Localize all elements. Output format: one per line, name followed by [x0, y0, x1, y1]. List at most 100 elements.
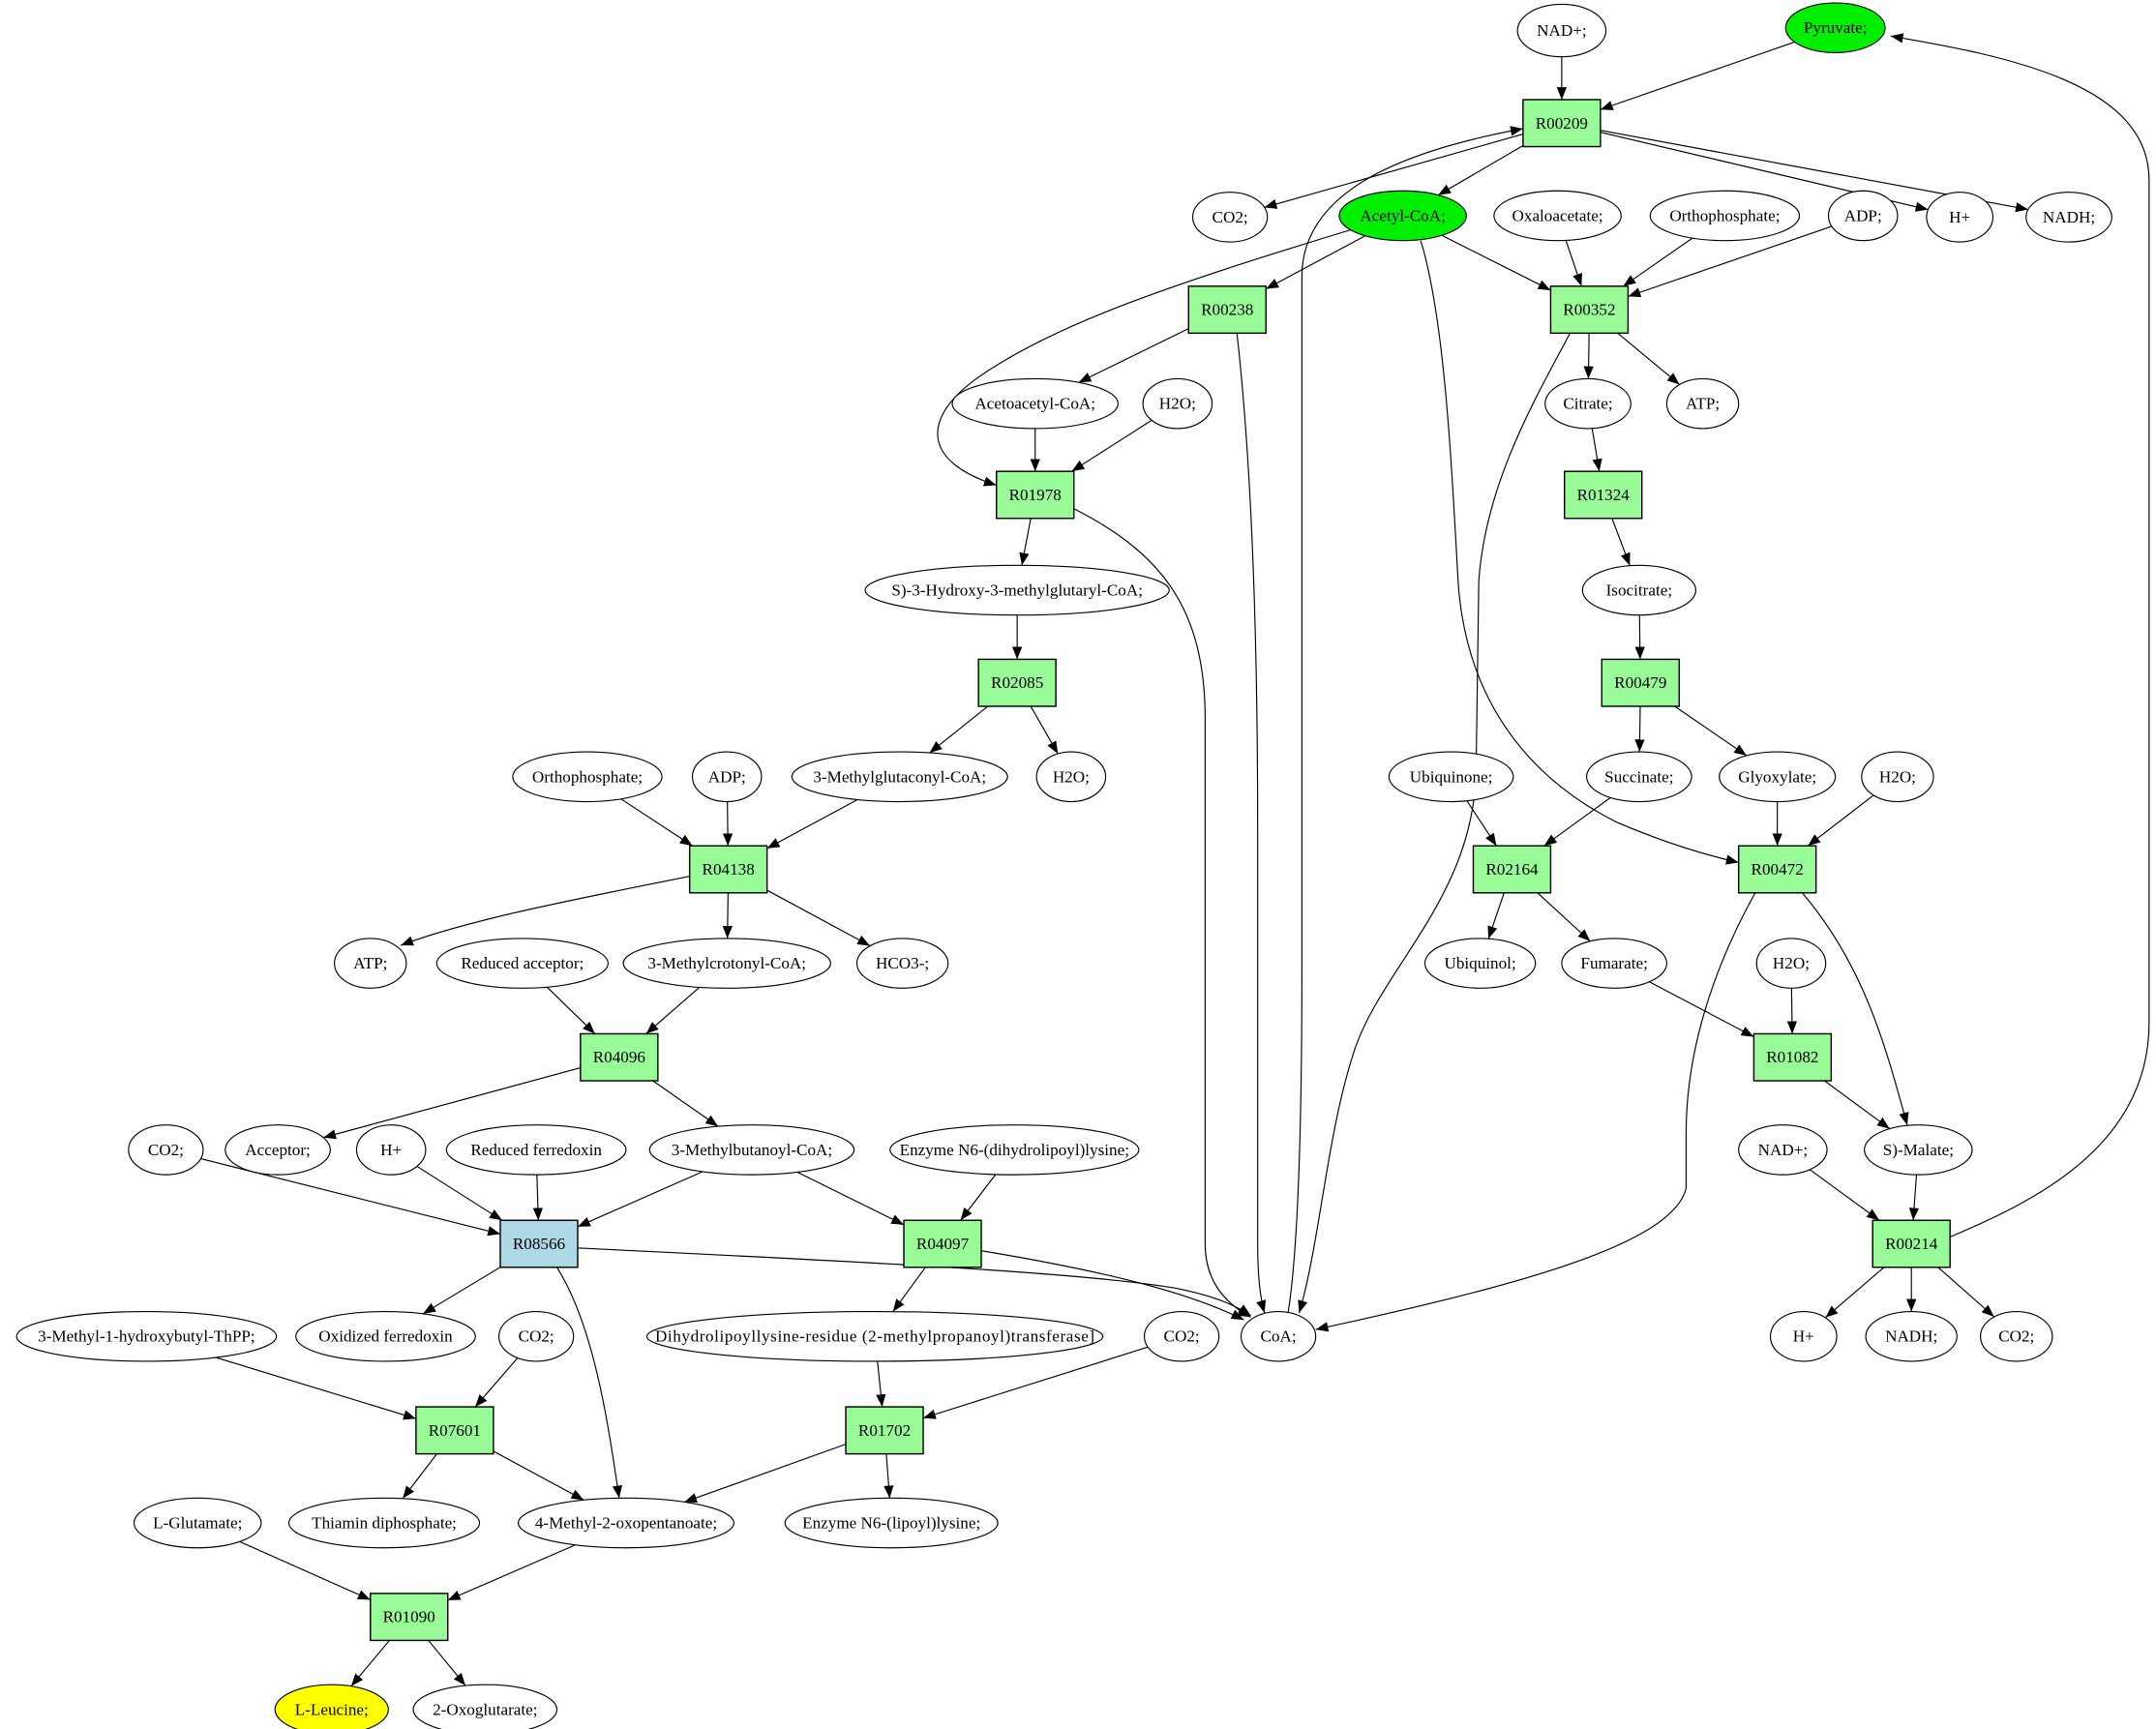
- compound-node-acceptor[interactable]: Acceptor;: [225, 1124, 331, 1176]
- compound-node-redferredoxin[interactable]: Reduced ferredoxin: [445, 1124, 627, 1176]
- edge-succinate-to-R02164: [1543, 796, 1611, 847]
- compound-node-h2o2[interactable]: H2O;: [1035, 751, 1107, 803]
- compound-node-nadh1[interactable]: NADH;: [2025, 192, 2112, 243]
- compound-node-hco3[interactable]: HCO3-;: [855, 938, 949, 989]
- compound-node-enzlipoyl[interactable]: Enzyme N6-(lipoyl)lysine;: [784, 1497, 999, 1549]
- reaction-node-R01978[interactable]: R01978: [996, 470, 1075, 520]
- node-label: 3-Methyl-1-hydroxybutyl-ThPP;: [38, 1327, 255, 1346]
- edge-isocitrate-to-R00479: [1634, 614, 1645, 660]
- compound-node-adp1[interactable]: ADP;: [1827, 190, 1899, 242]
- reaction-node-R00238[interactable]: R00238: [1187, 285, 1267, 335]
- compound-node-co2_5[interactable]: CO2;: [1980, 1310, 2053, 1362]
- compound-node-h2o3[interactable]: H2O;: [1861, 751, 1934, 803]
- node-label: Fumarate;: [1580, 954, 1647, 972]
- compound-node-co2_3[interactable]: CO2;: [498, 1310, 575, 1362]
- compound-node-citrate[interactable]: Citrate;: [1544, 377, 1632, 430]
- compound-ellipse: [295, 1310, 476, 1362]
- edge-R08566-to-oxferredoxin: [422, 1267, 501, 1315]
- compound-node-atp2[interactable]: ATP;: [334, 938, 407, 989]
- compound-node-moxo[interactable]: 4-Methyl-2-oxopentanoate;: [518, 1497, 734, 1549]
- reaction-node-R02164[interactable]: R02164: [1472, 845, 1552, 894]
- compound-ellipse: [864, 564, 1170, 616]
- reaction-node-R01324[interactable]: R01324: [1564, 470, 1643, 520]
- reaction-node-R01090[interactable]: R01090: [370, 1593, 449, 1642]
- compound-node-mgcoa[interactable]: 3-Methylglutaconyl-CoA;: [791, 751, 1008, 803]
- edge-R00352-to-citrate: [1583, 333, 1594, 379]
- compound-node-orthophos1[interactable]: Orthophosphate;: [1649, 190, 1801, 242]
- compound-node-fumarate[interactable]: Fumarate;: [1561, 938, 1667, 989]
- compound-node-orthophos2[interactable]: Orthophosphate;: [512, 751, 663, 803]
- compound-node-glyoxylate[interactable]: Glyoxylate;: [1719, 751, 1837, 803]
- compound-node-acetoacetylcoa[interactable]: Acetoacetyl-CoA;: [951, 377, 1119, 430]
- node-label: HCO3-;: [876, 954, 929, 972]
- compound-node-hplus2[interactable]: H+: [355, 1124, 427, 1176]
- compound-ellipse: [648, 1124, 855, 1176]
- compound-node-mhbthpp[interactable]: 3-Methyl-1-hydroxybutyl-ThPP;: [15, 1310, 278, 1362]
- reaction-node-R00479[interactable]: R00479: [1601, 658, 1680, 707]
- node-label: ATP;: [1686, 395, 1720, 413]
- reaction-node-R02085[interactable]: R02085: [977, 658, 1057, 707]
- compound-node-coa[interactable]: CoA;: [1240, 1310, 1317, 1362]
- compound-node-hplus1[interactable]: H+: [1926, 192, 1994, 243]
- compound-ellipse: [1143, 1310, 1220, 1362]
- node-label: 3-Methylglutaconyl-CoA;: [813, 767, 986, 786]
- compound-node-malate[interactable]: S)-Malate;: [1864, 1124, 1973, 1176]
- reaction-node-R04096[interactable]: R04096: [580, 1032, 659, 1082]
- compound-node-thiamin[interactable]: Thiamin diphosphate;: [287, 1497, 481, 1549]
- compound-node-h2o1[interactable]: H2O;: [1142, 377, 1213, 430]
- compound-node-dihydrolipoyl[interactable]: Dihydrolipoyllysine-residue (2-methylpro…: [645, 1310, 1104, 1362]
- compound-node-atp1[interactable]: ATP;: [1665, 377, 1740, 430]
- reaction-box: [415, 1406, 494, 1455]
- reaction-box: [1752, 1032, 1833, 1082]
- compound-node-oxoglutarate[interactable]: 2-Oxoglutarate;: [412, 1684, 558, 1729]
- compound-node-nad1[interactable]: NAD+;: [1516, 3, 1607, 58]
- compound-node-adp2[interactable]: ADP;: [691, 751, 763, 803]
- edge-R01978-to-coa: [1073, 508, 1251, 1318]
- compound-node-nadh2[interactable]: NADH;: [1865, 1310, 1958, 1362]
- compound-node-hmgcoa[interactable]: S)-3-Hydroxy-3-methylglutaryl-CoA;: [864, 564, 1170, 616]
- reaction-node-R00214[interactable]: R00214: [1872, 1219, 1951, 1268]
- compound-node-oxaloacetate[interactable]: Oxaloacetate;: [1493, 190, 1622, 242]
- compound-node-enzdihydro[interactable]: Enzyme N6-(dihydrolipoyl)lysine;: [889, 1124, 1140, 1176]
- reaction-node-R04138[interactable]: R04138: [688, 845, 768, 894]
- node-label: 3-Methylbutanoyl-CoA;: [672, 1141, 832, 1159]
- reaction-node-R01702[interactable]: R01702: [845, 1406, 924, 1455]
- compound-node-nad2[interactable]: NAD+;: [1738, 1124, 1828, 1176]
- compound-node-succinate[interactable]: Succinate;: [1586, 751, 1692, 803]
- compound-node-lglutamate[interactable]: L-Glutamate;: [133, 1497, 262, 1549]
- reaction-node-R00472[interactable]: R00472: [1737, 845, 1817, 894]
- compound-ellipse: [1926, 192, 1994, 243]
- compound-ellipse: [334, 938, 407, 989]
- compound-node-redacceptor[interactable]: Reduced acceptor;: [435, 938, 609, 989]
- reaction-node-R08566[interactable]: R08566: [499, 1219, 579, 1268]
- reaction-box: [1472, 845, 1552, 894]
- edge-R01082-to-malate: [1824, 1080, 1891, 1130]
- compound-node-mbcoa[interactable]: 3-Methylbutanoyl-CoA;: [648, 1124, 855, 1176]
- reaction-node-R00352[interactable]: R00352: [1549, 285, 1630, 335]
- compound-node-co2_1[interactable]: CO2;: [1191, 192, 1269, 243]
- node-label: R01090: [383, 1608, 435, 1626]
- reaction-box: [1601, 658, 1680, 707]
- compound-node-lleucine[interactable]: L-Leucine;: [274, 1684, 389, 1729]
- reaction-node-R00209[interactable]: R00209: [1522, 99, 1602, 148]
- compound-node-isocitrate[interactable]: Isocitrate;: [1581, 564, 1696, 616]
- compound-node-co2_2[interactable]: CO2;: [128, 1124, 204, 1176]
- compound-node-oxferredoxin[interactable]: Oxidized ferredoxin: [295, 1310, 476, 1362]
- compound-node-pyruvate[interactable]: Pyruvate;: [1784, 2, 1886, 54]
- edge-dihydrolipoyl-to-R01702: [876, 1360, 886, 1408]
- reaction-box: [499, 1219, 579, 1268]
- compound-node-ubiquinone[interactable]: Ubiquinone;: [1388, 751, 1514, 803]
- compound-node-ubiquinol[interactable]: Ubiquinol;: [1423, 938, 1537, 989]
- compound-node-hplus3[interactable]: H+: [1769, 1310, 1838, 1362]
- edges-layer: [200, 33, 2150, 1687]
- compound-node-mccoa[interactable]: 3-Methylcrotonyl-CoA;: [622, 938, 831, 989]
- reaction-node-R07601[interactable]: R07601: [415, 1406, 494, 1455]
- edge-acetylcoa-to-R00238: [1265, 235, 1366, 290]
- compound-ellipse: [1665, 377, 1740, 430]
- reaction-node-R01082[interactable]: R01082: [1752, 1032, 1833, 1082]
- reaction-node-R04097[interactable]: R04097: [903, 1219, 982, 1268]
- compound-node-h2o4[interactable]: H2O;: [1755, 938, 1827, 989]
- compound-node-co2_4[interactable]: CO2;: [1143, 1310, 1220, 1362]
- reaction-box: [370, 1593, 449, 1642]
- compound-node-acetylcoa[interactable]: Acetyl-CoA;: [1338, 190, 1467, 242]
